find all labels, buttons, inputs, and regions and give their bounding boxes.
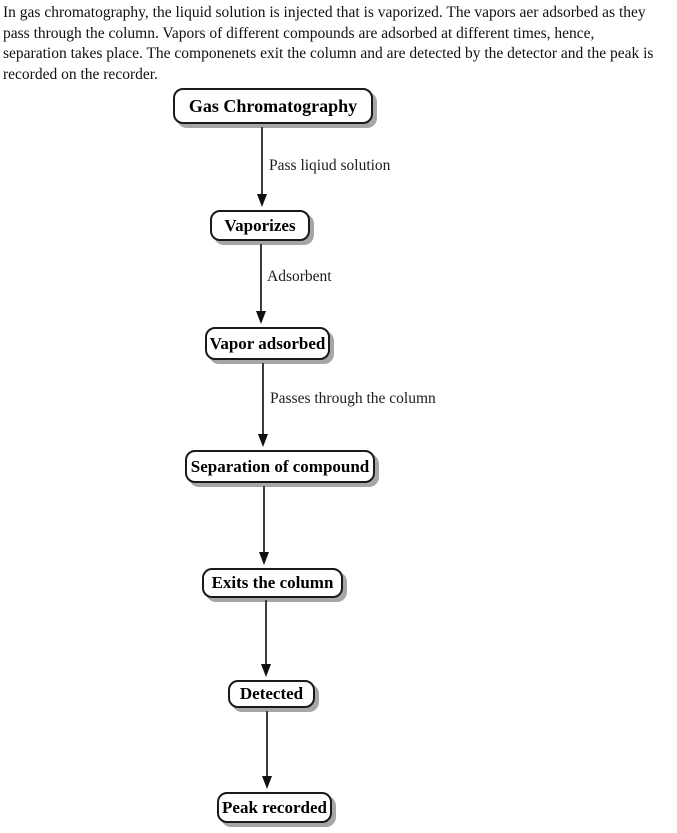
flow-arrow-3	[258, 363, 268, 447]
flow-node-detected: Detected	[228, 680, 315, 708]
arrow-shaft	[260, 244, 262, 312]
flow-node-label: Detected	[239, 684, 304, 703]
flow-node-gas-chromatography: Gas Chromatography	[173, 88, 373, 124]
arrow-shaft	[261, 127, 263, 195]
flow-node-vapor-adsorbed: Vapor adsorbed	[205, 327, 330, 360]
arrowhead-down-icon	[258, 434, 268, 447]
flow-node-label: Vaporizes	[224, 215, 296, 235]
flow-node-vaporizes: Vaporizes	[210, 210, 310, 241]
arrow-shaft	[266, 711, 268, 777]
flow-arrow-6	[262, 711, 272, 789]
arrow-shaft	[263, 486, 265, 553]
intro-line: In gas chromatography, the liquid soluti…	[3, 4, 646, 21]
arrowhead-down-icon	[256, 311, 266, 324]
flow-arrow-2	[256, 244, 266, 324]
edge-label-pass-liquid-solution: Pass liqiud solution	[269, 157, 391, 174]
intro-line: recorded on the recorder.	[3, 65, 158, 83]
arrowhead-down-icon	[262, 776, 272, 789]
edge-label-adsorbent: Adsorbent	[267, 268, 332, 285]
arrow-shaft	[262, 363, 264, 435]
edge-label-passes-through-column: Passes through the column	[270, 390, 436, 407]
intro-line: pass through the column. Vapors of diffe…	[3, 24, 595, 42]
flow-node-exits-the-column: Exits the column	[202, 568, 343, 598]
flow-arrow-1	[257, 127, 267, 207]
arrowhead-down-icon	[261, 664, 271, 677]
arrowhead-down-icon	[257, 194, 267, 207]
flow-node-separation-of-compound: Separation of compound	[185, 450, 375, 483]
flow-node-label: Separation of compound	[190, 456, 370, 476]
flow-node-label: Peak recorded	[222, 797, 327, 817]
flow-node-label: Exits the column	[211, 573, 334, 592]
arrow-shaft	[265, 600, 267, 665]
intro-line: separation takes place. The componenets …	[3, 45, 654, 62]
flow-node-peak-recorded: Peak recorded	[217, 792, 332, 823]
flow-arrow-4	[259, 486, 269, 565]
flow-node-label: Gas Chromatography	[188, 95, 358, 116]
flow-arrow-5	[261, 600, 271, 677]
flow-node-label: Vapor adsorbed	[209, 333, 326, 353]
arrowhead-down-icon	[259, 552, 269, 565]
intro-paragraph: In gas chromatography, the liquid soluti…	[3, 3, 675, 85]
